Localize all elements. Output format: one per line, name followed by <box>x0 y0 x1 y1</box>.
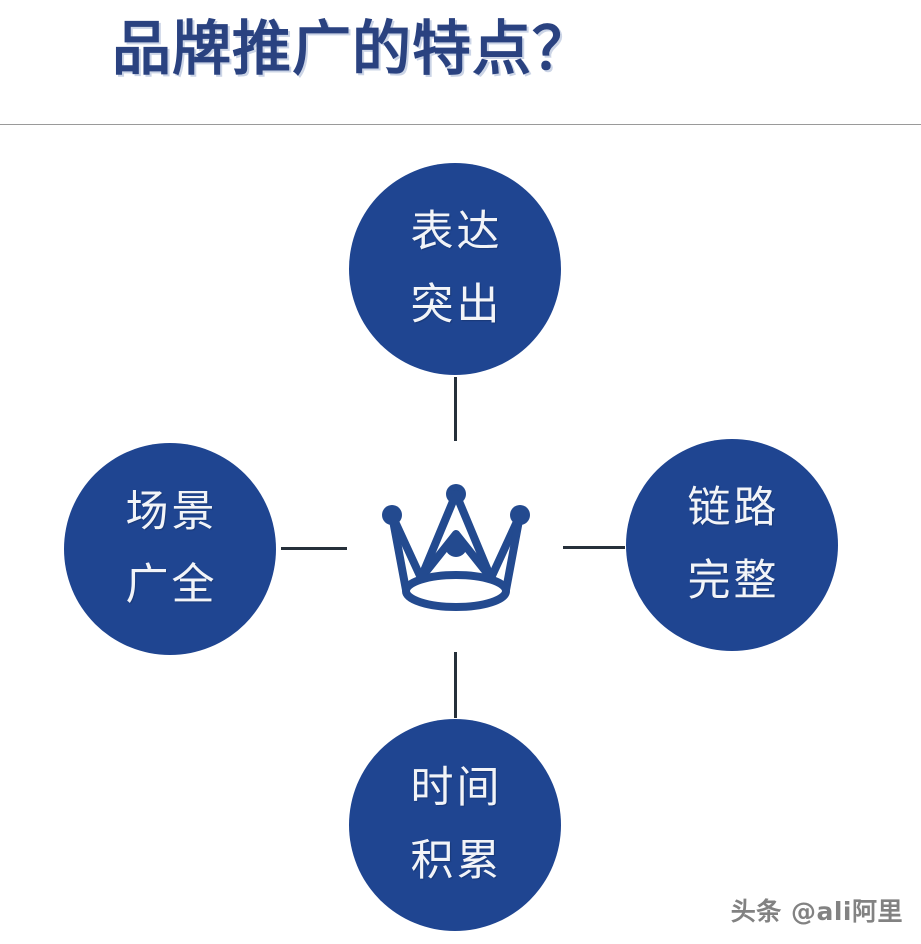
connector-line-left <box>281 547 347 550</box>
brand-promotion-diagram: 表达 突出 场景 广全 链路 完整 时间 积累 <box>0 125 921 944</box>
header-divider <box>0 124 921 125</box>
node-top-line1: 表达 <box>410 207 503 257</box>
diagram-node-top[interactable]: 表达 突出 <box>349 163 561 375</box>
diagram-node-left[interactable]: 场景 广全 <box>64 443 276 655</box>
connector-line-bottom <box>454 652 457 718</box>
node-left-line2: 广全 <box>125 560 218 610</box>
connector-line-top <box>454 377 457 441</box>
node-right-line2: 完整 <box>687 556 780 606</box>
node-bottom-line1: 时间 <box>410 763 503 813</box>
connector-line-right <box>563 546 625 549</box>
node-left-line1: 场景 <box>125 487 218 537</box>
node-top-line2: 突出 <box>410 280 503 330</box>
watermark: 头条 @ali阿里 <box>730 897 903 926</box>
page-title: 品牌推广的特点？ <box>112 14 593 83</box>
crown-icon <box>373 472 539 620</box>
page-header: 品牌推广的特点？ <box>0 0 921 125</box>
diagram-node-bottom[interactable]: 时间 积累 <box>349 719 561 931</box>
node-right-line1: 链路 <box>687 483 780 533</box>
diagram-node-right[interactable]: 链路 完整 <box>626 439 838 651</box>
node-bottom-line2: 积累 <box>410 836 503 886</box>
